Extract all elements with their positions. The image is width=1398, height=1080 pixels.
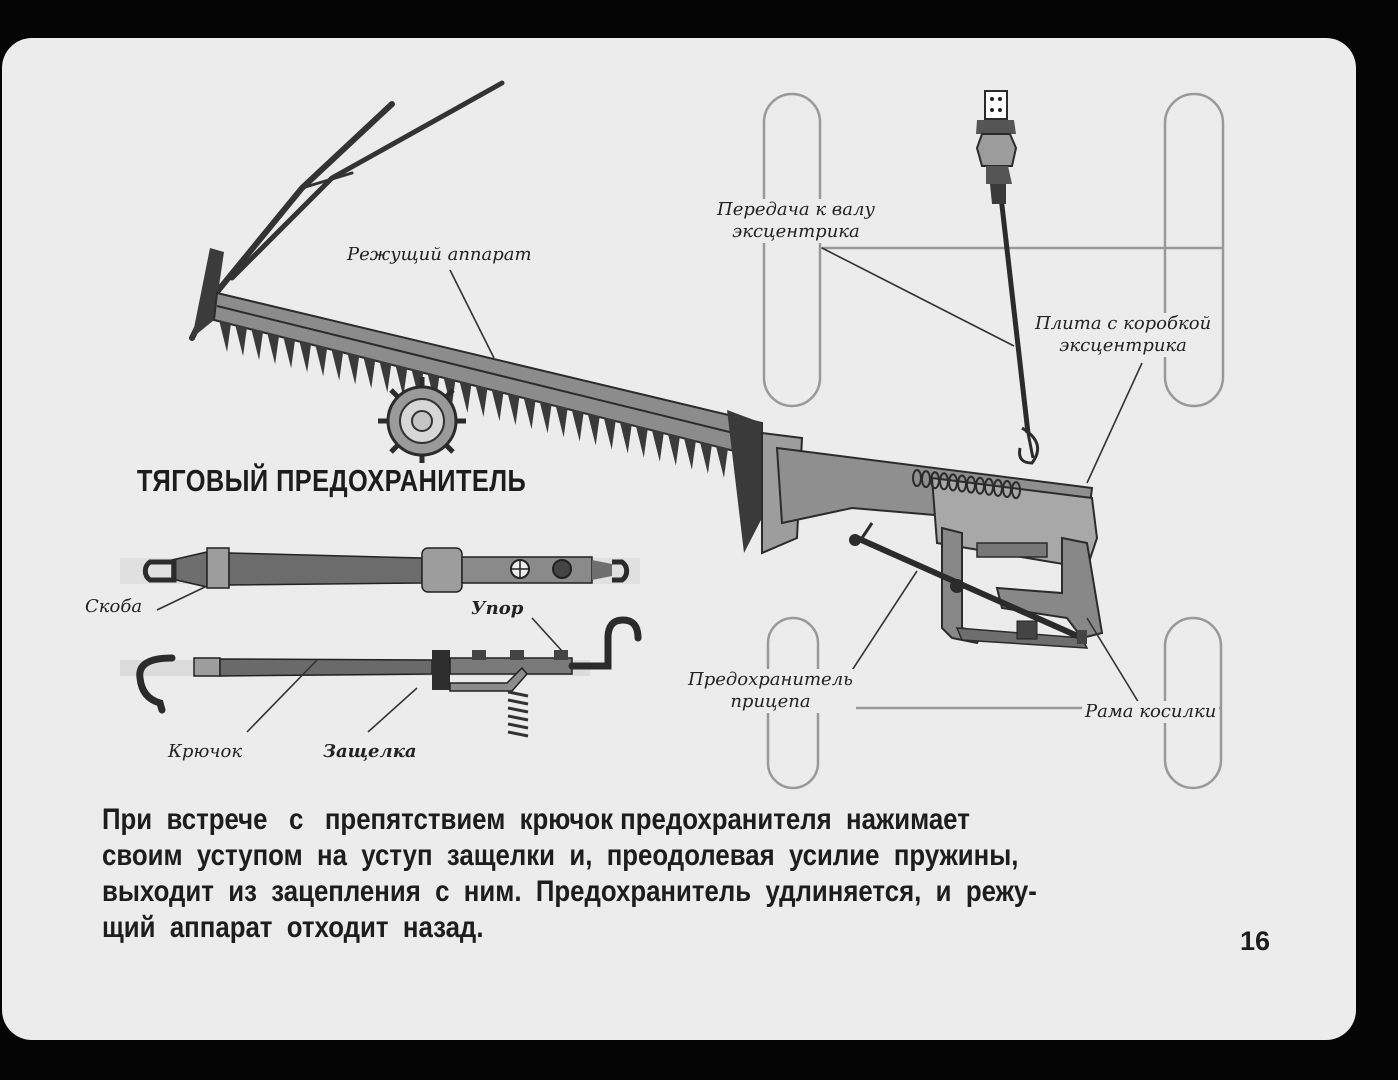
label-hook: Крючок [165, 741, 246, 763]
caption-line-1: При встрече с препятствием крючок предох… [102, 803, 970, 836]
caption-line-2: своим уступом на уступ защелки и, преодо… [102, 839, 1019, 872]
label-plate-line1: Плита с коробкой [1035, 313, 1212, 334]
label-safety-line2: прицепа [730, 691, 811, 712]
mower-illustration [120, 80, 1225, 790]
label-stop: Упор [468, 598, 527, 620]
caption-line-4: щий аппарат отходит назад. [102, 911, 484, 944]
label-transmission-line1: Передача к валу [717, 199, 875, 220]
label-mower-frame: Рама косилки [1082, 701, 1220, 723]
caption: При встрече с препятствием крючок предох… [102, 802, 1177, 946]
slide: Режущий аппарат Передача к валу эксцентр… [2, 38, 1356, 1040]
page-number: 16 [1240, 926, 1271, 956]
label-plate-line2: эксцентрика [1059, 335, 1187, 356]
label-cutting-apparatus: Режущий аппарат [344, 244, 535, 266]
label-bracket: Скоба [82, 596, 146, 618]
hook-illustration [120, 616, 642, 738]
label-transmission: Передача к валу эксцентрика [714, 199, 878, 243]
label-transmission-line2: эксцентрика [732, 221, 860, 242]
label-plate: Плита с коробкой эксцентрика [1032, 313, 1215, 357]
label-safety-line1: Предохранитель [688, 669, 853, 690]
heading: ТЯГОВЫЙ ПРЕДОХРАНИТЕЛЬ [132, 463, 532, 499]
label-safety-device: Предохранитель прицепа [685, 669, 856, 713]
wheel-track-outlines [762, 92, 1225, 790]
safety-device-illustration [120, 547, 640, 611]
label-latch: Защелка [320, 741, 420, 763]
caption-line-3: выходит из зацепления с ним. Предохранит… [102, 875, 1037, 908]
